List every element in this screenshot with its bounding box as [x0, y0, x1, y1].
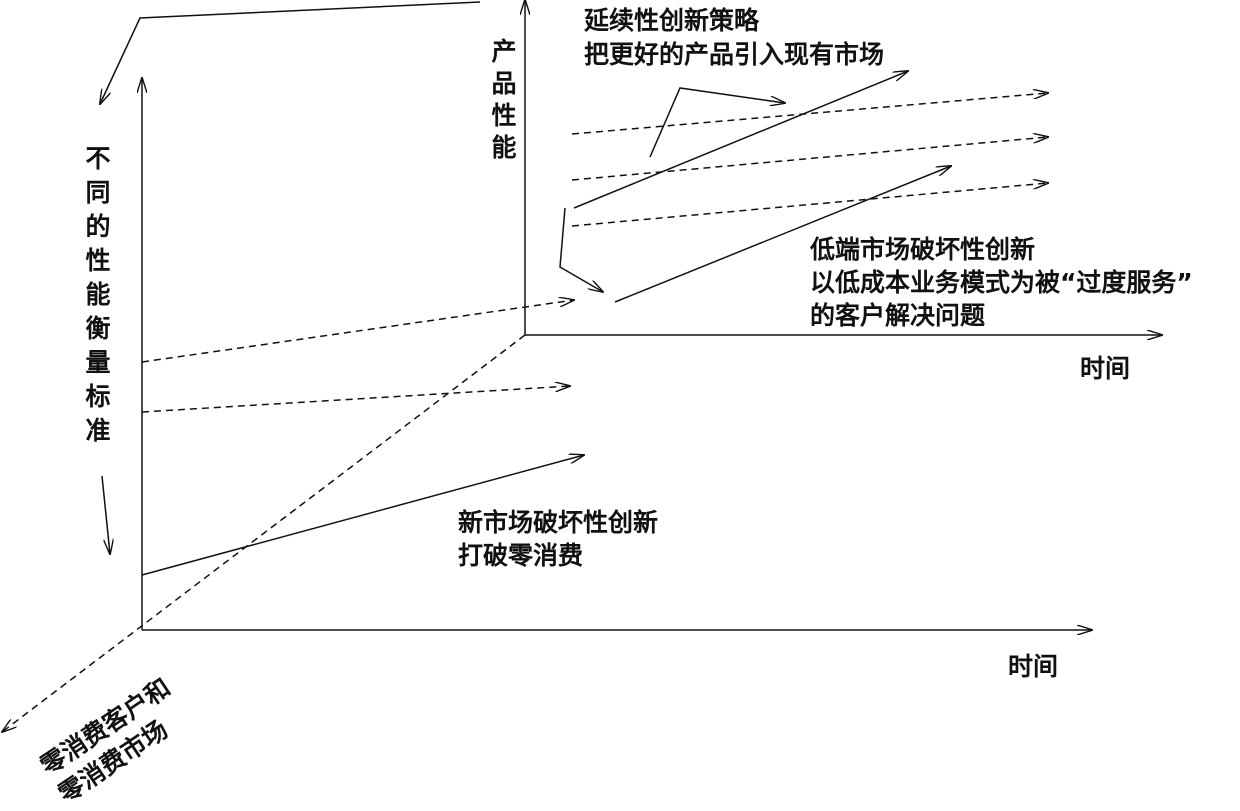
low-end-trajectory	[614, 166, 951, 303]
z-axis	[2, 334, 526, 732]
inner-dashed-trajectory	[571, 93, 1048, 135]
new-market-subtitle: 打破零消费	[458, 541, 584, 570]
sustaining-trajectory	[573, 71, 908, 209]
outer-dashed-trajectory	[141, 300, 574, 363]
sustaining-title: 延续性创新策略	[584, 6, 760, 35]
inner-dashed-trajectory	[571, 183, 1048, 227]
outer-x-axis-label: 时间	[1008, 652, 1059, 681]
low-end-subtitle-cont: 的客户解决问题	[810, 301, 986, 330]
new-market-trajectory	[141, 455, 584, 576]
sustaining-pointer	[649, 87, 785, 158]
y-label-arrow	[101, 475, 110, 554]
outer-y-axis-label: 不同的性能衡量标准	[85, 144, 111, 445]
low-end-title: 低端市场破坏性创新	[810, 235, 1036, 264]
low-end-pointer	[559, 207, 603, 292]
top-connector-arrow	[100, 1, 481, 104]
sustaining-subtitle: 把更好的产品引入现有市场	[584, 40, 885, 69]
new-market-title: 新市场破坏性创新	[458, 508, 659, 537]
inner-x-axis-label: 时间	[1080, 354, 1131, 383]
low-end-subtitle: 以低成本业务模式为被“过度服务”	[810, 268, 1193, 297]
inner-dashed-trajectory	[571, 137, 1048, 181]
inner-y-axis-label: 产品性能	[491, 37, 517, 162]
outer-dashed-trajectory	[141, 386, 570, 413]
